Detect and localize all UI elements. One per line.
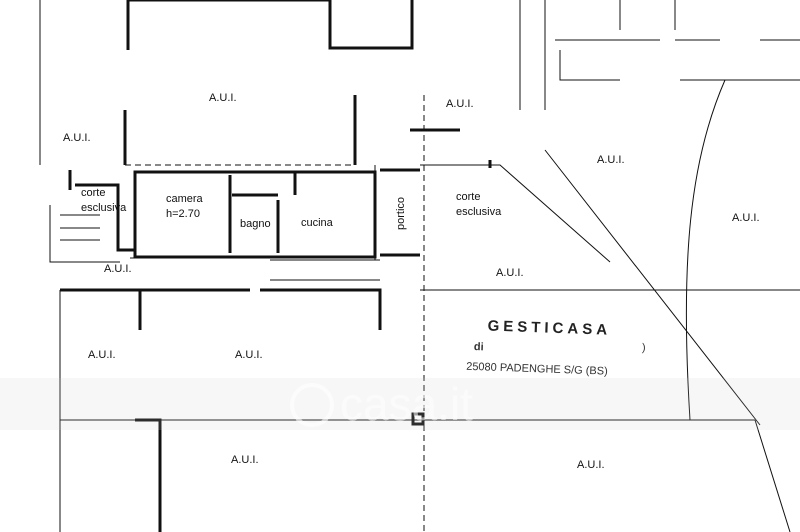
aui-label: A.U.I. <box>496 267 524 279</box>
room-portico: portico <box>395 197 407 230</box>
corte-left-line2: esclusiva <box>81 202 127 214</box>
corte-right-line2: esclusiva <box>456 206 502 218</box>
stamp-paren: ) <box>642 342 646 354</box>
area-labels: A.U.I. A.U.I. A.U.I. A.U.I. A.U.I. A.U.I… <box>63 92 760 471</box>
corte-left-line1: corte <box>81 187 105 199</box>
walls <box>39 0 800 532</box>
aui-label: A.U.I. <box>577 459 605 471</box>
room-height: h=2.70 <box>166 208 200 220</box>
aui-label: A.U.I. <box>732 212 760 224</box>
aui-label: A.U.I. <box>63 132 91 144</box>
aui-label: A.U.I. <box>235 349 263 361</box>
watermark-text: casa.it <box>340 378 473 430</box>
stamp-address: 25080 PADENGHE S/G (BS) <box>466 361 608 378</box>
room-bagno: bagno <box>240 218 271 230</box>
aui-label: A.U.I. <box>446 98 474 110</box>
watermark: casa.it <box>0 378 800 430</box>
stamp-di: di <box>474 341 484 353</box>
aui-label: A.U.I. <box>104 263 132 275</box>
house-logo-icon <box>290 383 334 427</box>
stamp-name: GESTICASA <box>487 317 611 338</box>
corte-right-line1: corte <box>456 191 480 203</box>
aui-label: A.U.I. <box>209 92 237 104</box>
agency-stamp: GESTICASA di ) 25080 PADENGHE S/G (BS) <box>466 317 646 378</box>
aui-label: A.U.I. <box>88 349 116 361</box>
room-camera: camera <box>166 193 204 205</box>
room-cucina: cucina <box>301 217 334 229</box>
aui-label: A.U.I. <box>231 454 259 466</box>
aui-label: A.U.I. <box>597 154 625 166</box>
